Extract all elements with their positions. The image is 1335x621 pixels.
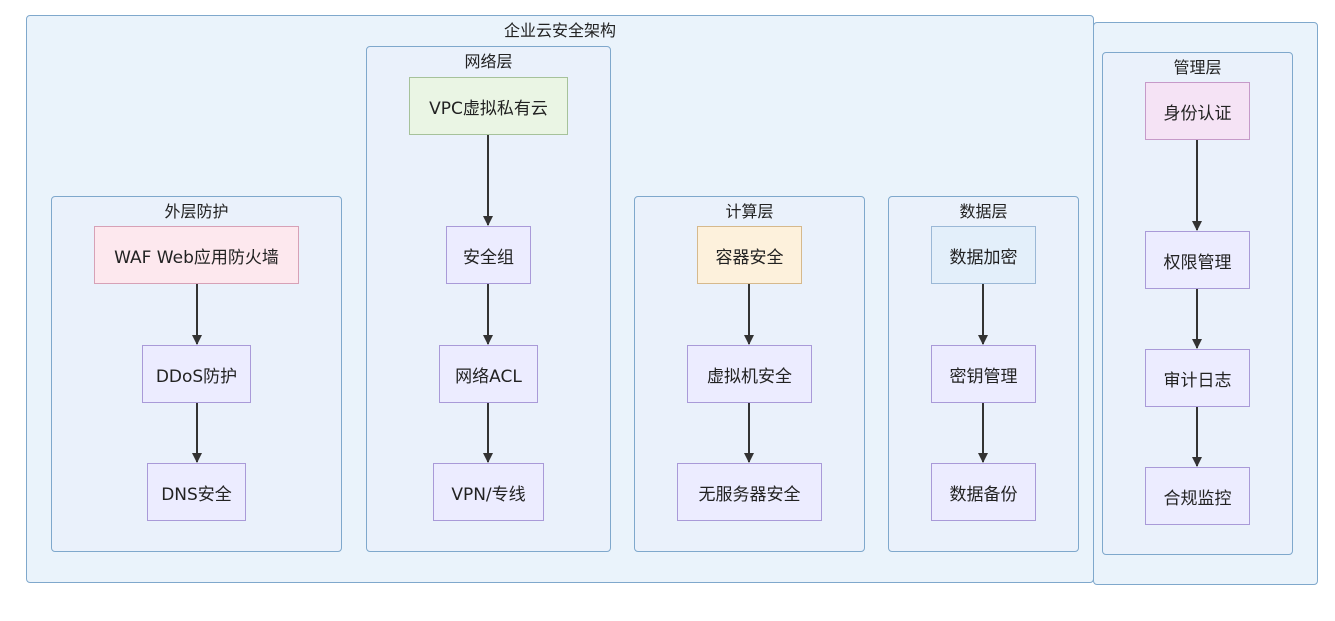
node-key-management[interactable]: 密钥管理 — [931, 345, 1036, 403]
node-container-security[interactable]: 容器安全 — [697, 226, 802, 284]
node-serverless-security[interactable]: 无服务器安全 — [677, 463, 822, 521]
node-network-acl[interactable]: 网络ACL — [439, 345, 538, 403]
node-ddos[interactable]: DDoS防护 — [142, 345, 251, 403]
layer-outer-protection-label: 外层防护 — [164, 202, 229, 221]
node-vm-security[interactable]: 虚拟机安全 — [687, 345, 812, 403]
layer-compute-label: 计算层 — [725, 202, 774, 221]
node-waf[interactable]: WAF Web应用防火墙 — [94, 226, 299, 284]
node-compliance-monitoring[interactable]: 合规监控 — [1145, 467, 1250, 525]
node-security-group[interactable]: 安全组 — [446, 226, 531, 284]
node-audit-log[interactable]: 审计日志 — [1145, 349, 1250, 407]
layer-data-label: 数据层 — [959, 202, 1008, 221]
node-data-encryption[interactable]: 数据加密 — [931, 226, 1036, 284]
node-permission-management[interactable]: 权限管理 — [1145, 231, 1250, 289]
main-container-title: 企业云安全架构 — [503, 21, 616, 40]
layer-management-label: 管理层 — [1173, 58, 1222, 77]
layer-network-label: 网络层 — [464, 52, 513, 71]
node-vpc[interactable]: VPC虚拟私有云 — [409, 77, 568, 135]
node-dns[interactable]: DNS安全 — [147, 463, 246, 521]
node-data-backup[interactable]: 数据备份 — [931, 463, 1036, 521]
node-identity-auth[interactable]: 身份认证 — [1145, 82, 1250, 140]
node-vpn[interactable]: VPN/专线 — [433, 463, 544, 521]
